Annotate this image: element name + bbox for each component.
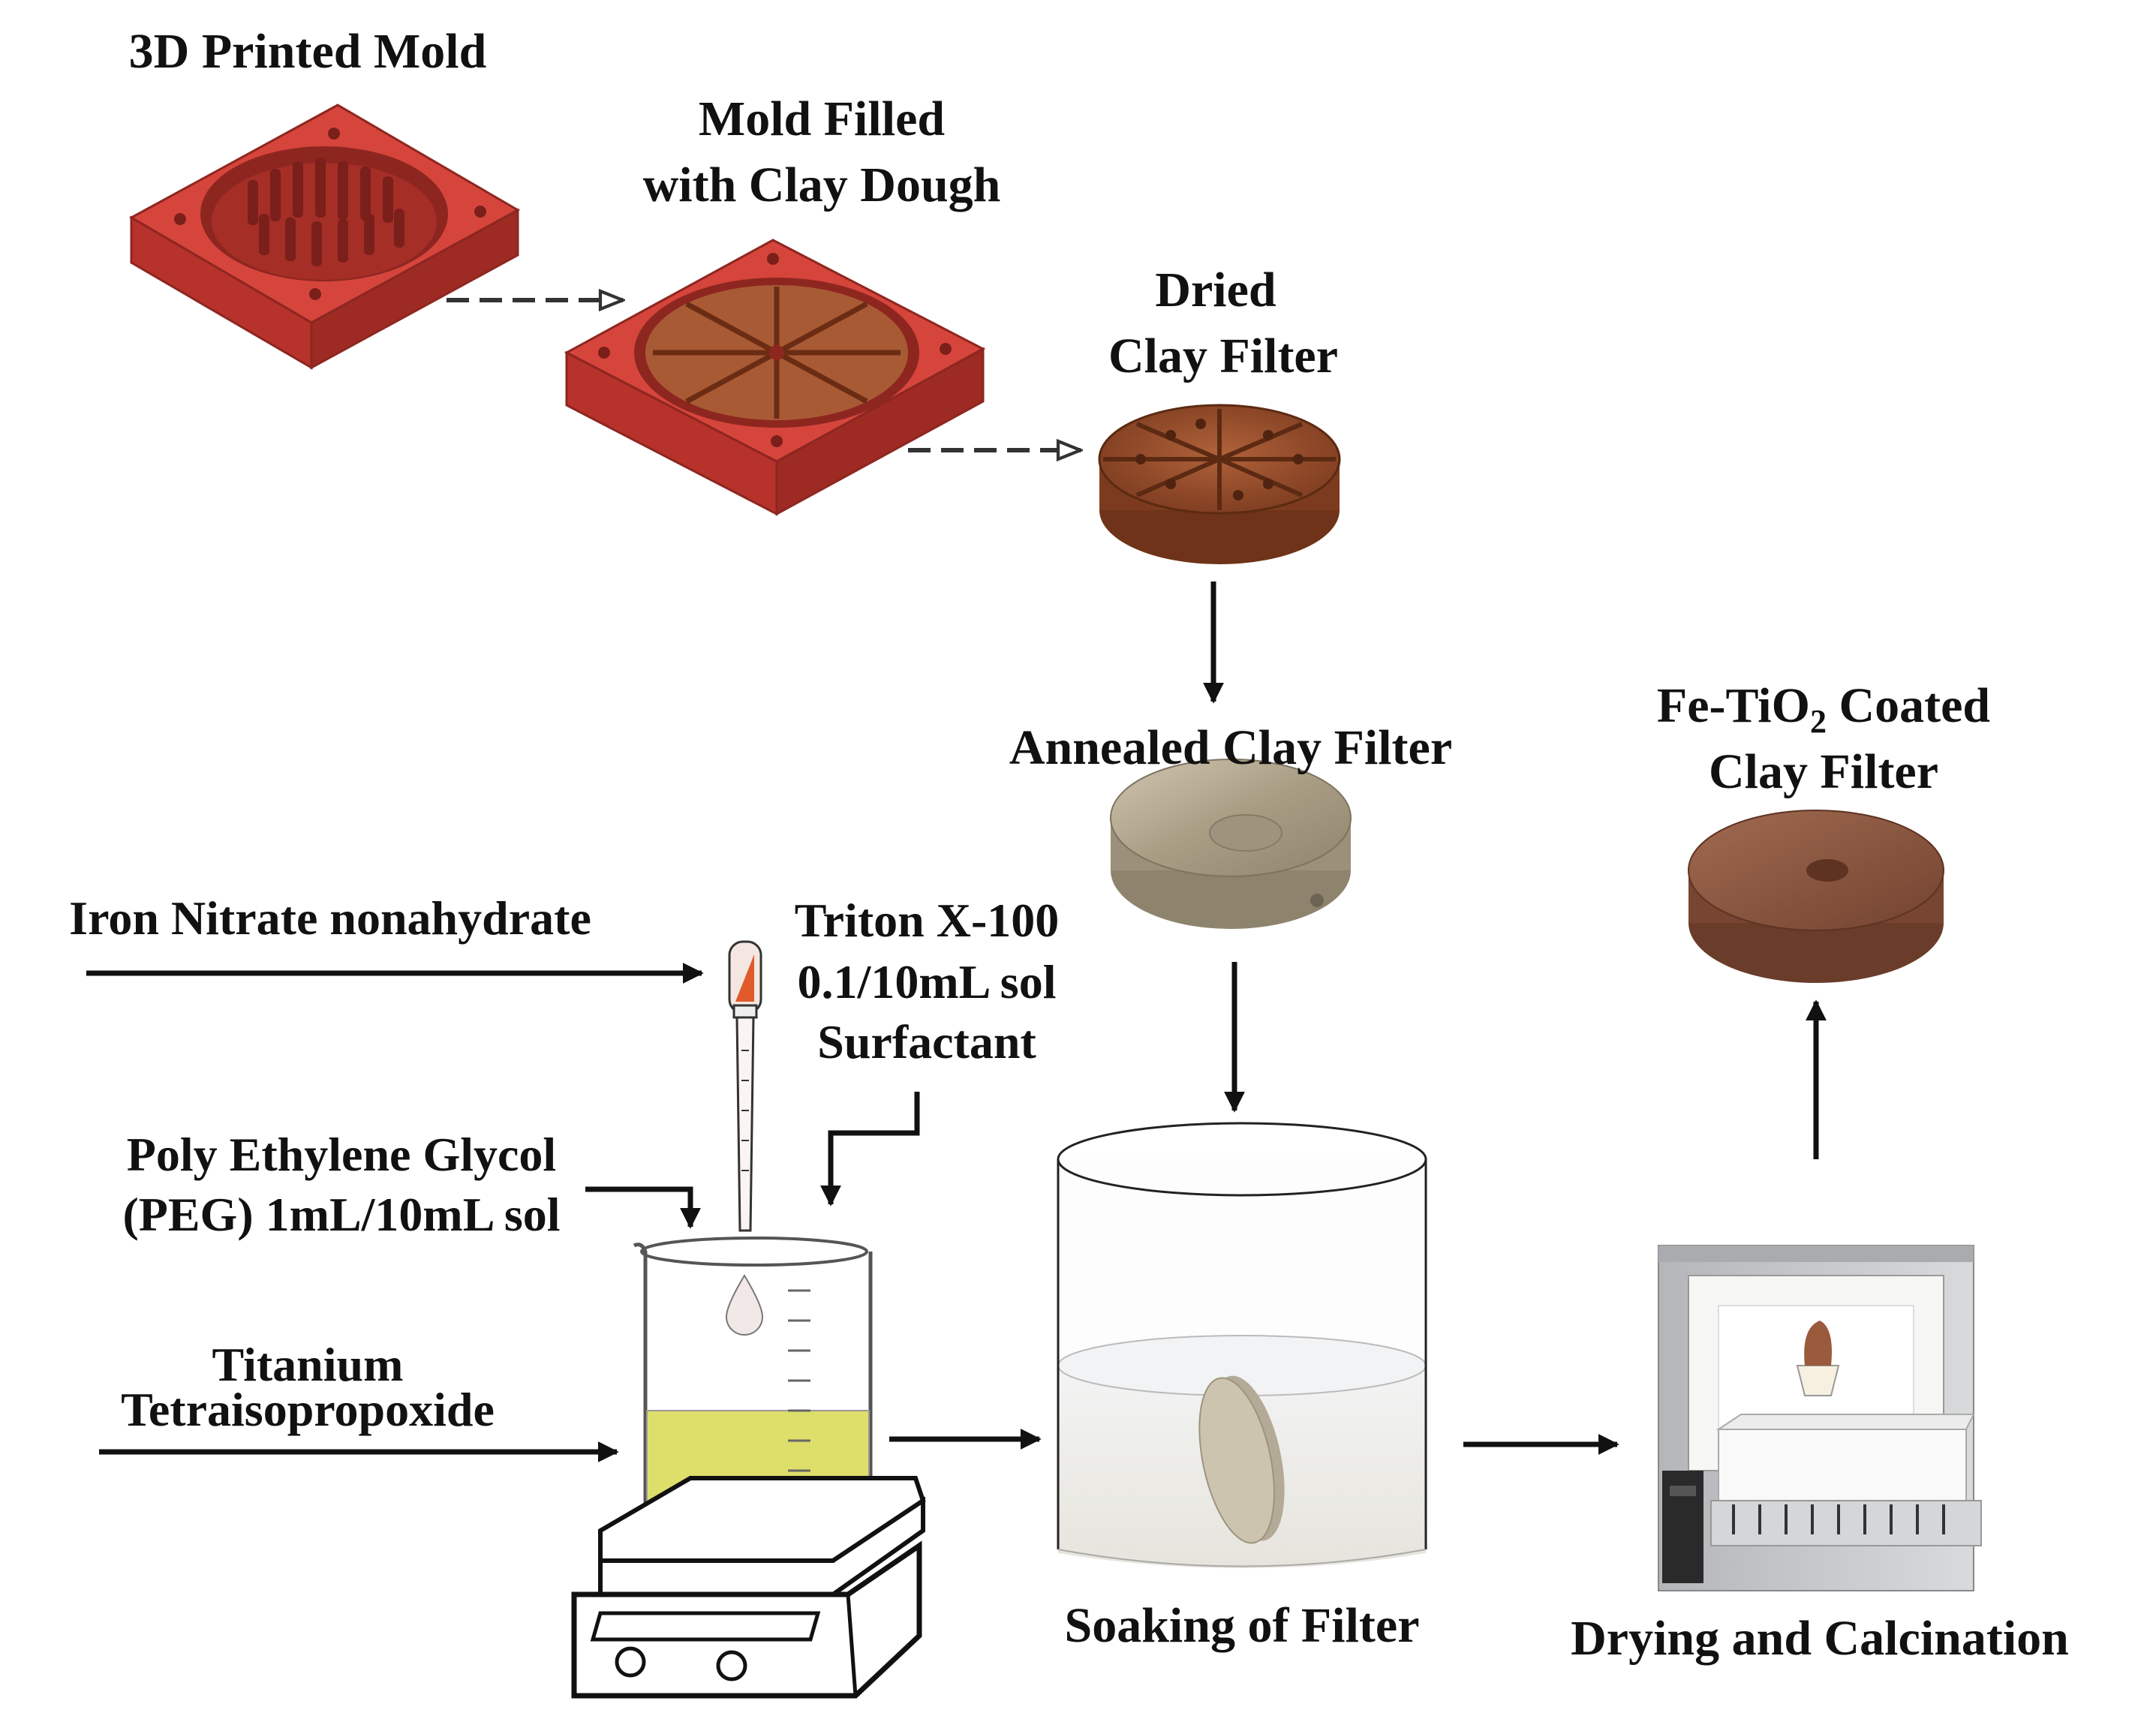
label-coated-prefix: Fe-TiO — [1657, 678, 1810, 733]
soaking-jar-icon — [1057, 1122, 1427, 1568]
mold-icon — [128, 104, 521, 370]
label-coated-suffix: Coated — [1827, 678, 1990, 733]
label-drying-calcination: Drying and Calcination — [1571, 1611, 2069, 1666]
coated-filter-icon — [1688, 810, 1944, 983]
label-coated-clay-filter: Fe-TiO2 Coated Clay Filter — [1657, 678, 1990, 799]
label-triton-line1: Triton X-100 — [795, 894, 1060, 947]
label-mold-filled-line2: with Clay Dough — [643, 158, 1001, 212]
arrow-triton-to-beaker — [820, 1092, 920, 1207]
label-mold-filled-line1: Mold Filled — [699, 92, 945, 146]
label-triton-line2: 0.1/10mL sol — [798, 955, 1057, 1008]
dried-filter-icon — [1098, 404, 1341, 564]
furnace-icon — [1658, 1245, 1982, 1591]
label-triton: Triton X-100 0.1/10mL sol Surfactant — [795, 894, 1060, 1068]
annealed-filter-icon — [1110, 759, 1352, 929]
label-coated-subscript: 2 — [1810, 703, 1827, 740]
label-peg-line2: (PEG) 1mL/10mL sol — [122, 1188, 560, 1241]
label-peg-line1: Poly Ethylene Glycol — [127, 1128, 556, 1181]
process-arrows — [86, 300, 1827, 1462]
label-iron-nitrate: Iron Nitrate nonahydrate — [69, 891, 591, 945]
label-dried-line1: Dried — [1155, 263, 1276, 317]
label-coated-line2: Clay Filter — [1709, 744, 1938, 799]
label-titanium-line1: Titanium — [212, 1338, 404, 1391]
pipette-icon — [728, 940, 762, 1232]
label-triton-line3: Surfactant — [817, 1015, 1036, 1068]
label-peg: Poly Ethylene Glycol (PEG) 1mL/10mL sol — [122, 1128, 560, 1241]
label-mold-filled: Mold Filled with Clay Dough — [643, 92, 1001, 212]
filled-mold-icon — [564, 239, 986, 516]
label-titanium-line2: Tetraisopropoxide — [121, 1383, 495, 1436]
label-coated-line1: Fe-TiO2 Coated — [1657, 678, 1990, 740]
label-dried-line2: Clay Filter — [1108, 329, 1338, 383]
label-soaking: Soaking of Filter — [1065, 1598, 1420, 1653]
label-titanium: Titanium Tetraisopropoxide — [121, 1338, 495, 1436]
label-dried-clay-filter: Dried Clay Filter — [1108, 263, 1338, 383]
hot-plate-icon — [571, 1476, 926, 1699]
label-annealed-clay-filter: Annealed Clay Filter — [1009, 720, 1452, 775]
label-3d-printed-mold: 3D Printed Mold — [129, 24, 487, 79]
arrow-peg-to-beaker — [585, 1186, 701, 1229]
